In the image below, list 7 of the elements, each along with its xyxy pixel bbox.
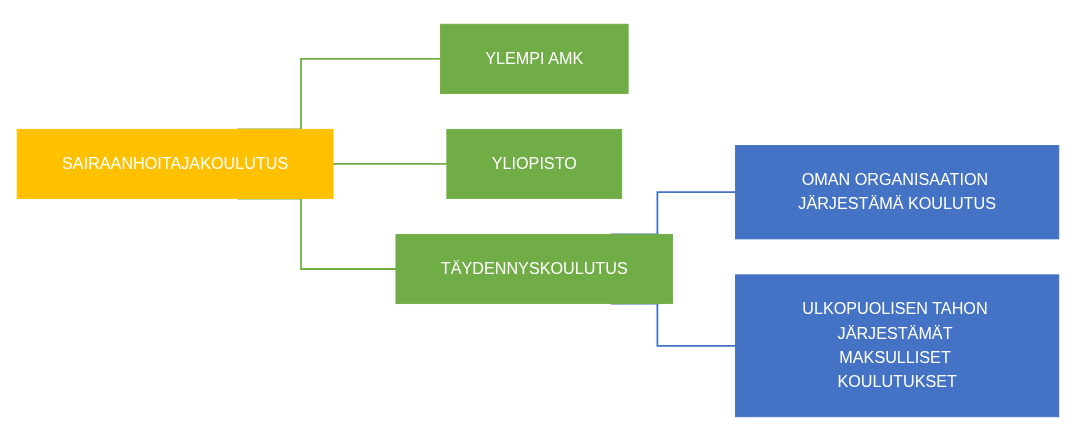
node-box: ULKOPUOLISEN TAHON JÄRJESTÄMÄT MAKSULLISET KOULUTUKSET bbox=[735, 274, 1060, 418]
node-box: YLIOPISTO bbox=[446, 128, 623, 199]
connector bbox=[332, 163, 448, 165]
node-box: OMAN ORGANISAATION JÄRJESTÄMÄ KOULUTUS bbox=[735, 145, 1060, 240]
node-box: TÄYDENNYSKOULUTUS bbox=[395, 233, 674, 305]
node-box: SAIRAANHOITAJAKOULUTUS bbox=[16, 128, 334, 199]
node-box: YLEMPI AMK bbox=[439, 23, 629, 94]
